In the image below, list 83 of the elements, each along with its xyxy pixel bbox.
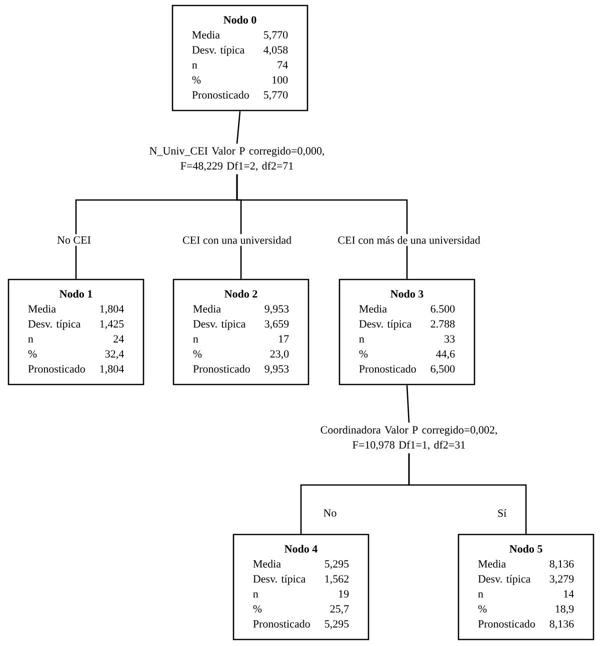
edge-label: Sí [498,509,506,517]
stat-label: Media [28,304,56,313]
stat-value: 5,770 [264,31,288,40]
stat-label: Pronosticado [253,620,310,628]
stat-label: Pronosticado [28,364,85,373]
stat-label: % [253,605,262,613]
tree-node-box [232,534,370,640]
stat-value: 9,953 [264,365,289,374]
stat-label: Desv. típica [253,574,306,585]
stat-label: n [192,63,198,68]
connector-line [236,111,241,144]
stat-value: 14 [564,590,574,598]
stat-value: 8,136 [550,620,574,630]
node-heading: Nodo 4 [284,544,318,553]
node-heading: Nodo 0 [224,16,256,24]
stat-label: Desv. típica [28,320,80,330]
stat-label: Media [253,560,281,568]
stat-value: 1,562 [325,575,348,584]
edge-label: CEI con más de una universidad [338,236,480,244]
stat-label: n [193,337,198,342]
stat-value: 2.788 [430,320,455,328]
tree-node-box [338,278,476,386]
split-text: N_Univ_CEI Valor P corregido=0,000, F=48,229 Df1=2, df2=71 [150,146,324,172]
stat-label: Pronosticado [359,364,416,373]
stat-value: 17 [279,335,289,342]
connector-line [406,385,410,423]
stat-label: n [28,337,34,342]
stat-value: 74 [278,61,288,68]
stat-value: 4,058 [264,46,288,56]
stat-label: Media [478,560,506,568]
stat-label: Pronosticado [192,90,249,99]
stat-label: Desv. típica [359,320,412,330]
stat-value: 3,279 [550,575,574,584]
stat-label: n [253,592,258,598]
edge-label: CEI con una universidad [182,236,292,244]
stat-value: 33 [444,335,455,343]
tree-node-box [172,278,310,386]
stat-label: Desv. típica [192,46,244,56]
connector-line [236,174,408,279]
stat-value: 24 [114,335,124,342]
node-heading: Nodo 3 [390,290,424,298]
tree-node-box [172,4,308,112]
node-heading: Nodo 5 [510,544,542,553]
edge-label: No [324,509,336,517]
stat-label: n [359,337,364,342]
stat-label: Desv. típica [478,574,530,585]
stat-value: 1,804 [100,305,124,314]
tree-node-box [458,534,594,640]
stat-label: % [28,350,37,358]
node-heading: Nodo 2 [224,290,258,298]
node-heading: Nodo 1 [60,290,92,298]
stat-value: 6,500 [430,365,455,374]
stat-label: Pronosticado [193,364,250,373]
stat-label: % [359,350,368,358]
stat-value: 100 [272,76,288,84]
tree-node-box [8,278,144,386]
stat-value: 5,295 [324,620,349,630]
stat-value: 25,7 [330,605,349,614]
edge-label: No CEI [57,236,91,244]
stat-label: Media [192,30,220,39]
split-text: Coordinadora Valor P corregido=0,002, F=10,978 Df1=1, df2=31 [320,426,497,450]
stat-label: Media [359,304,387,313]
stat-value: 1,425 [100,320,124,330]
connector-line [408,453,527,534]
stat-value: 19 [339,590,349,598]
stat-value: 44,6 [436,350,455,360]
stat-value: 5,295 [324,560,349,570]
stat-value: 1,804 [100,365,124,374]
stat-value: 6.500 [430,305,455,313]
stat-value: 3,659 [264,320,289,330]
stat-value: 9,953 [264,305,289,314]
stat-label: Desv. típica [193,320,246,330]
stat-label: % [192,76,201,84]
stat-label: % [478,605,487,613]
stat-value: 23,0 [270,350,289,360]
stat-label: n [478,592,484,598]
stat-value: 18,9 [556,605,574,614]
stat-value: 5,770 [264,91,288,100]
stat-value: 32,4 [105,350,124,360]
stat-label: Media [193,304,221,313]
stat-label: % [193,350,202,358]
stat-label: Pronosticado [478,620,535,628]
stat-value: 8,136 [550,560,574,570]
